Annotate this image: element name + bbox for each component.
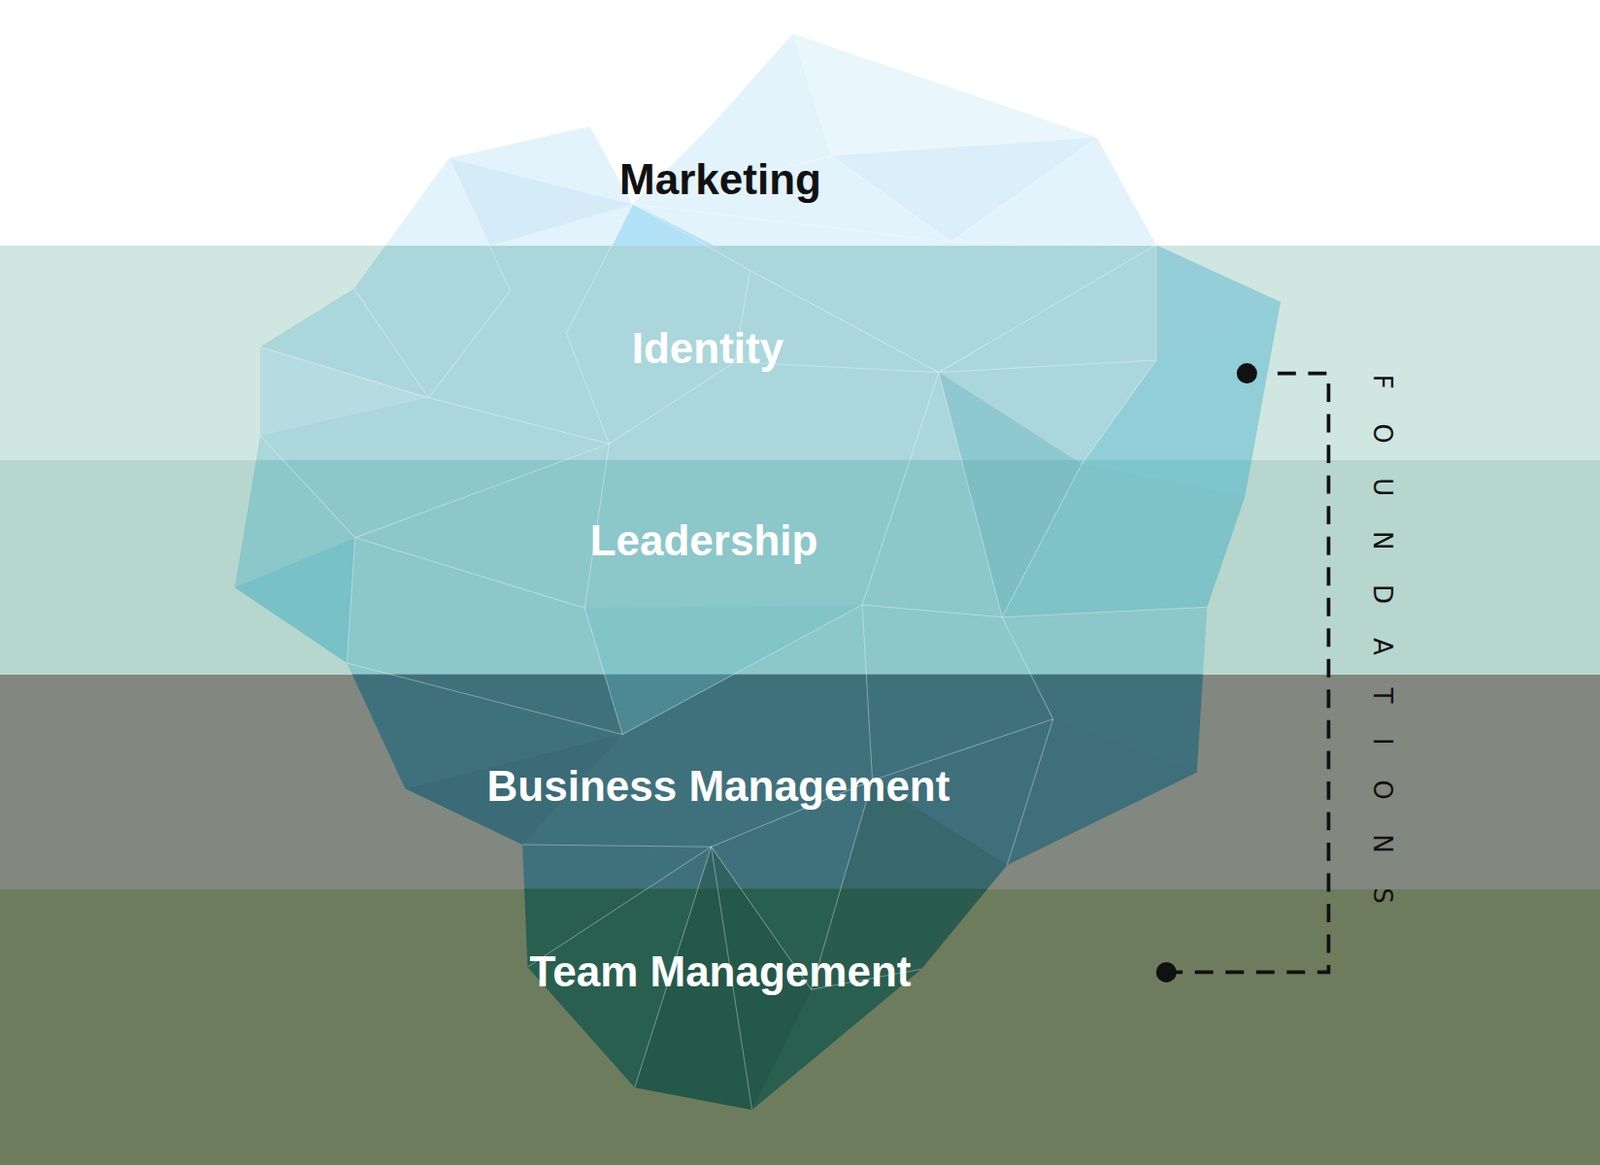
foundations-label: FOUNDATIONS xyxy=(1367,374,1398,939)
layer-label: Marketing xyxy=(409,151,1032,207)
foundations-bracket xyxy=(1156,363,1330,983)
layer-label: Business Management xyxy=(407,758,1030,814)
layer-label: Identity xyxy=(397,320,1019,376)
layer-label: Team Management xyxy=(409,943,1032,1000)
layer-label: Leadership xyxy=(393,512,1015,568)
